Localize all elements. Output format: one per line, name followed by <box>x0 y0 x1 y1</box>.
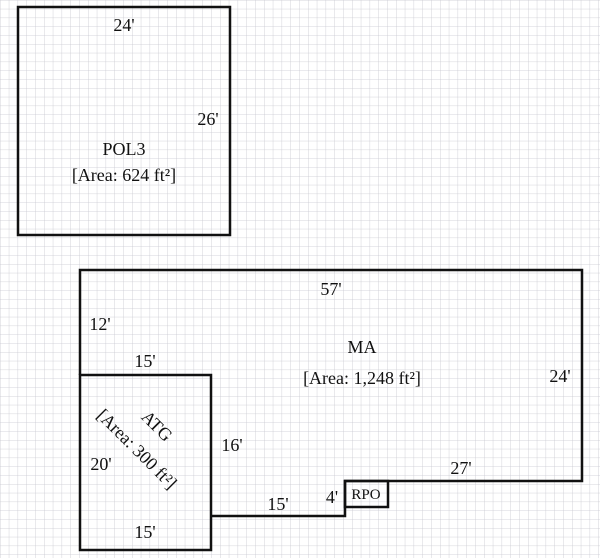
pol3-outline <box>16 5 232 237</box>
ma-dim-left: 12' <box>89 314 110 334</box>
ma-dim-top: 57' <box>320 279 341 299</box>
ma-outline <box>78 268 584 518</box>
pol3-name: POL3 <box>102 139 145 159</box>
pol3-dim-right: 26' <box>197 109 218 129</box>
ma-dim-right: 24' <box>549 366 570 386</box>
atg-outline <box>78 373 213 552</box>
atg-dim-left: 20' <box>90 454 111 474</box>
rpo-outline <box>343 479 390 509</box>
area-pol3[interactable]: 24' 26' POL3 [Area: 624 ft²] <box>16 5 232 237</box>
pol3-dim-top: 24' <box>113 15 134 35</box>
area-ma[interactable]: 57' 12' 24' 27' 4' 15' MA [Area: 1,248 f… <box>78 268 584 518</box>
pol3-area: [Area: 624 ft²] <box>72 165 176 185</box>
ma-name: MA <box>347 337 376 357</box>
ma-dim-bottom-right: 27' <box>450 458 471 478</box>
atg-dim-bottom: 15' <box>134 522 155 542</box>
area-rpo[interactable]: RPO <box>343 479 390 509</box>
atg-dim-top: 15' <box>134 351 155 371</box>
atg-dim-right: 16' <box>221 435 242 455</box>
ma-area: [Area: 1,248 ft²] <box>303 368 421 388</box>
ma-dim-step: 4' <box>326 487 338 507</box>
rpo-name: RPO <box>351 487 380 503</box>
ma-dim-bottom-mid: 15' <box>267 494 288 514</box>
area-atg[interactable]: 15' 20' 16' 15' ATG [Area: 300 ft²] <box>78 351 243 552</box>
